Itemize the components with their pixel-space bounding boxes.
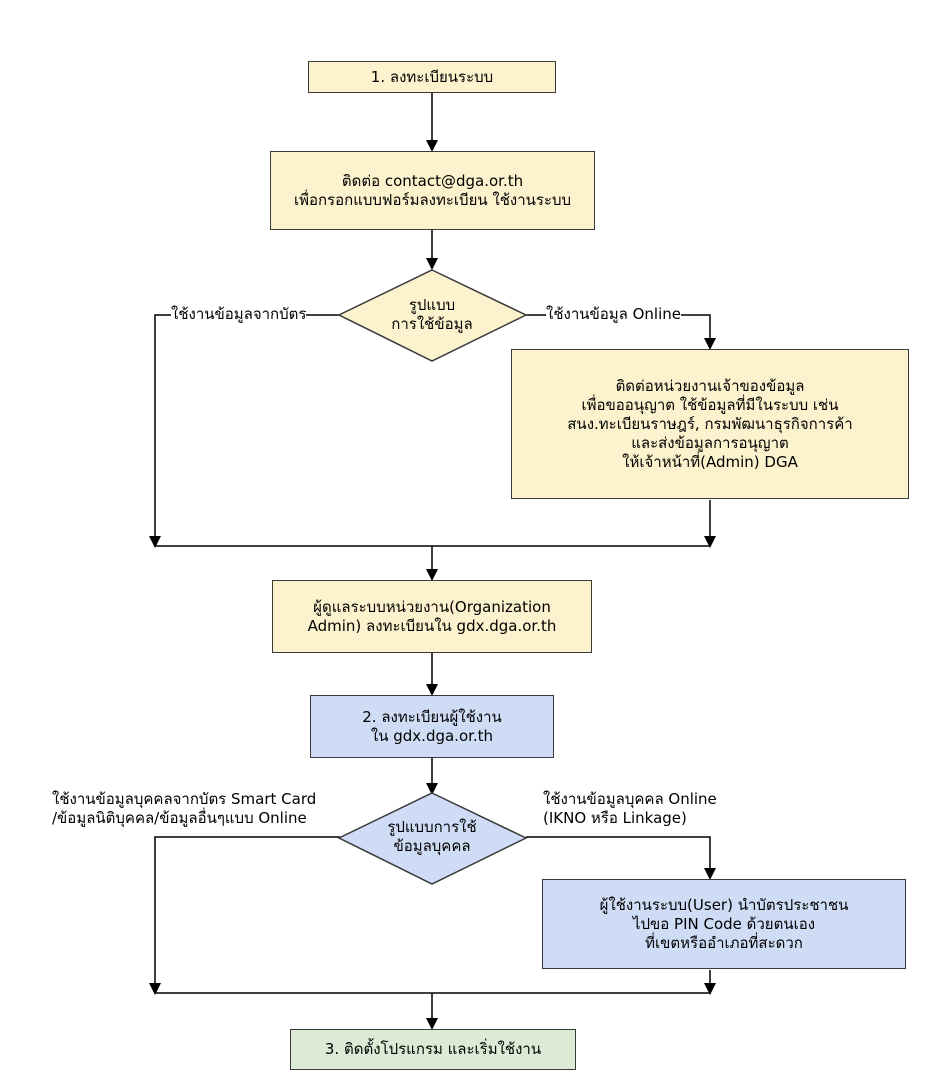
edge-label-card-data: ใช้งานข้อมูลจากบัตร [171,305,307,324]
owner-text-line4: และส่งข้อมูลการอนุญาต [631,433,789,452]
owner-text-line3: สนง.ทะเบียนราษฎร์, กรมพัฒนาธุรกิจการค้า [567,414,853,433]
owner-text-line1: ติดต่อหน่วยงานเจ้าของข้อมูล [615,376,805,395]
decision1-diamond [337,269,528,362]
owner-text-line2: เพื่อขออนุญาต ใช้ข้อมูลที่มีในระบบ เช่น [581,395,839,414]
step1-register-system: 1. ลงทะเบียนระบบ [308,61,556,93]
edge-label-smartcard-data: ใช้งานข้อมูลบุคคลจากบัตร Smart Card /ข้อ… [52,790,317,828]
decision2-text-line1: รูปแบบการใช้ [387,818,477,836]
decision2-text-line2: ข้อมูลบุคคล [393,837,471,855]
arrow-decision1-left [149,314,340,548]
contact-text-line2: เพื่อกรอกแบบฟอร์มลงทะเบียน ใช้งานระบบ [293,190,572,209]
user-pin-text-line3: ที่เขตหรืออำเภอที่สะดวก [645,933,803,952]
step2-text-line2: ใน gdx.dga.or.th [370,726,494,745]
step2-register-user: 2. ลงทะเบียนผู้ใช้งาน ใน gdx.dga.or.th [310,695,554,758]
step1-text: 1. ลงทะเบียนระบบ [370,67,494,86]
decision1-text-line1: รูปแบบ [408,296,456,314]
user-pin-text-line1: ผู้ใช้งานระบบ(User) นำบัตรประชาชน [599,895,849,914]
contact-data-owner-box: ติดต่อหน่วยงานเจ้าของข้อมูล เพื่อขออนุญา… [511,349,909,499]
step3-text: 3. ติดตั้งโปรแกรม และเริ่มใช้งาน [324,1040,542,1058]
user-pin-code-box: ผู้ใช้งานระบบ(User) นำบัตรประชาชน ไปขอ P… [542,879,906,969]
step3-install-start: 3. ติดตั้งโปรแกรม และเริ่มใช้งาน [290,1029,576,1070]
org-admin-text-line2: Admin) ลงทะเบียนใน gdx.dga.or.th [307,616,557,635]
arrow-decision2-left [149,836,340,995]
step2-text-line1: 2. ลงทะเบียนผู้ใช้งาน [362,707,502,726]
decision2-label: รูปแบบการใช้ ข้อมูลบุคคล [362,818,502,856]
edge-label-online-person-data: ใช้งานข้อมูลบุคคล Online (IKNO หรือ Link… [543,790,717,828]
user-pin-text-line2: ไปขอ PIN Code ด้วยตนเอง [632,914,816,933]
contact-dga-box: ติดต่อ contact@dga.or.th เพื่อกรอกแบบฟอร… [270,151,595,230]
org-admin-text-line1: ผู้ดูแลระบบหน่วยงาน(Organization [313,597,551,616]
org-admin-register-box: ผู้ดูแลระบบหน่วยงาน(Organization Admin) … [272,580,592,653]
contact-text-line1: ติดต่อ contact@dga.or.th [341,171,524,190]
decision1-text-line2: การใช้ข้อมูล [391,315,473,333]
arrow-decision2-right [526,836,716,880]
owner-text-line5: ให้เจ้าหน้าที่(Admin) DGA [622,452,798,471]
decision1-label: รูปแบบ การใช้ข้อมูล [362,296,502,334]
decision2-diamond [337,792,528,885]
edge-label-online-data: ใช้งานข้อมูล Online [546,305,681,324]
